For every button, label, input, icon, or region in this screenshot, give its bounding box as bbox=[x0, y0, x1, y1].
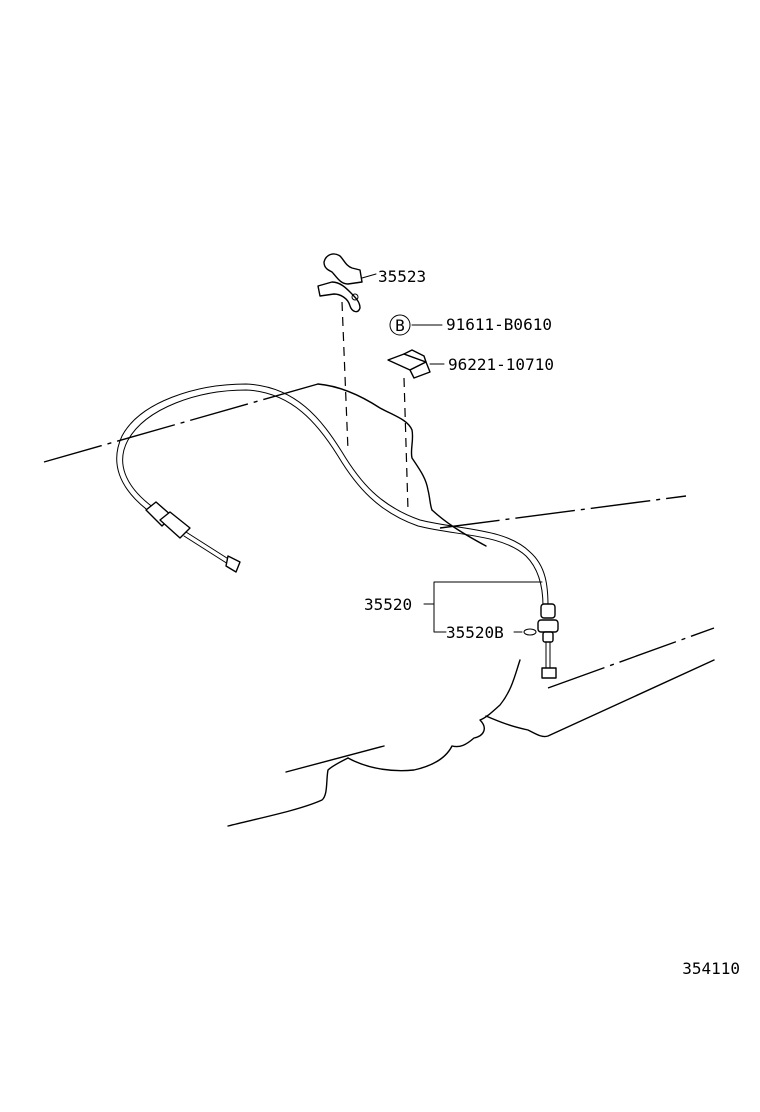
label-bolt-part-no: 91611-B0610 bbox=[446, 315, 552, 334]
figure-code: 354110 bbox=[682, 959, 740, 978]
cable-right-end-fitting bbox=[537, 603, 559, 679]
cable-callout-leaders bbox=[423, 581, 543, 636]
label-bracket-part-no: 35523 bbox=[378, 267, 426, 286]
clamp-part bbox=[387, 349, 445, 379]
label-cable-assy-part-no: 35520 bbox=[364, 595, 412, 614]
bolt-marker-letter: B bbox=[395, 316, 405, 335]
cable-assembly bbox=[116, 383, 559, 679]
bracket-part bbox=[317, 253, 377, 313]
installation-guide-lines bbox=[341, 301, 409, 511]
label-clamp-part-no: 96221-10710 bbox=[448, 355, 554, 374]
label-cable-sub-part-no: 35520B bbox=[446, 623, 504, 642]
bolt-callout: B bbox=[389, 314, 443, 336]
floor-body-outline bbox=[43, 383, 715, 827]
cable-left-end-fitting bbox=[145, 501, 241, 573]
